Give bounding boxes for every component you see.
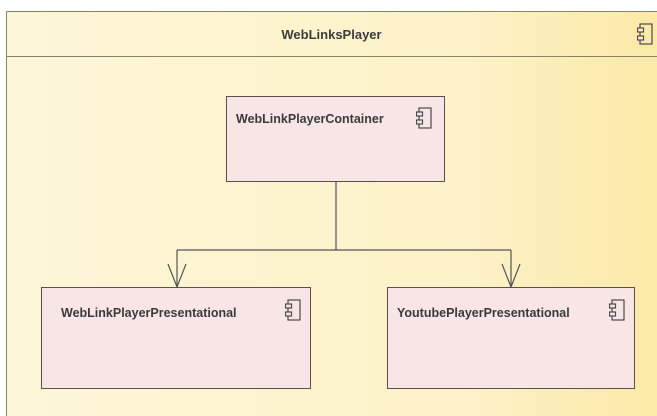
component-label: WebLinkPlayerPresentational [61,306,237,320]
uml-component-icon [416,107,432,129]
component-label: YoutubePlayerPresentational [397,306,570,320]
uml-component-icon [285,299,301,321]
package-frame-header [6,11,657,57]
component-weblinkplayerpresentational[interactable]: WebLinkPlayerPresentational [41,287,311,389]
package-title: WebLinksPlayer [281,26,382,42]
component-weblinkplayercontainer[interactable]: WebLinkPlayerContainer [226,96,445,182]
component-youtubeplayerpresentational[interactable]: YoutubePlayerPresentational [387,287,635,389]
uml-component-icon [609,299,625,321]
component-label: WebLinkPlayerContainer [236,112,384,126]
package-component-icon [637,23,653,45]
